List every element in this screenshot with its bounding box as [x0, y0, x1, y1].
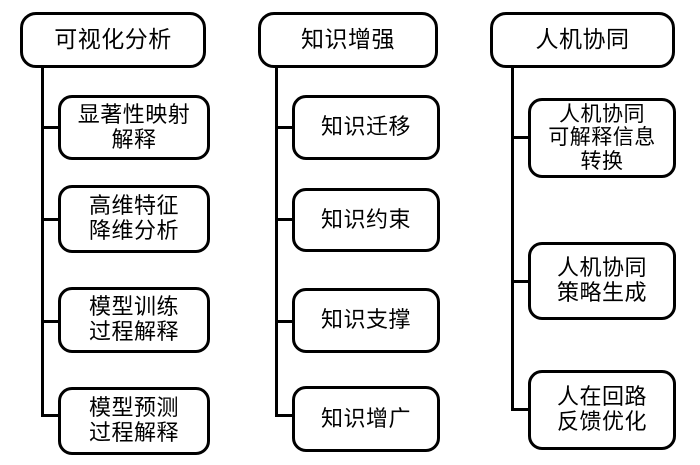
branch-connector-1-2	[41, 218, 60, 221]
root-node-knowledge-enhancement[interactable]: 知识增强	[258, 12, 438, 68]
root-node-human-machine-collaboration[interactable]: 人机协同	[490, 12, 675, 68]
branch-connector-1-1	[41, 126, 60, 129]
child-node-knowledge-augmentation[interactable]: 知识增广	[292, 386, 440, 452]
child-node-knowledge-transfer[interactable]: 知识迁移	[292, 95, 440, 160]
trunk-line-column-1	[41, 68, 44, 417]
branch-connector-1-4	[41, 414, 60, 417]
child-node-saliency-mapping[interactable]: 显著性映射 解释	[58, 95, 210, 160]
branch-connector-3-1	[511, 136, 530, 139]
child-node-knowledge-constraint[interactable]: 知识约束	[292, 188, 440, 252]
branch-connector-2-2	[275, 218, 294, 221]
child-node-interpretable-info-conversion[interactable]: 人机协同 可解释信息 转换	[528, 98, 676, 178]
branch-connector-2-3	[275, 320, 294, 323]
branch-connector-1-3	[41, 320, 60, 323]
trunk-line-column-2	[275, 68, 278, 417]
branch-connector-3-3	[511, 408, 530, 411]
branch-connector-2-4	[275, 414, 294, 417]
root-node-visual-analysis[interactable]: 可视化分析	[20, 12, 206, 68]
child-node-prediction-process-explain[interactable]: 模型预测 过程解释	[58, 387, 210, 455]
child-node-dimensionality-reduction[interactable]: 高维特征 降维分析	[58, 185, 210, 253]
child-node-human-in-the-loop-feedback[interactable]: 人在回路 反馈优化	[528, 370, 676, 450]
trunk-line-column-3	[511, 68, 514, 411]
child-node-training-process-explain[interactable]: 模型训练 过程解释	[58, 287, 210, 353]
branch-connector-2-1	[275, 126, 294, 129]
child-node-knowledge-support[interactable]: 知识支撑	[292, 288, 440, 353]
branch-connector-3-2	[511, 280, 530, 283]
child-node-collaboration-strategy-generation[interactable]: 人机协同 策略生成	[528, 242, 676, 320]
